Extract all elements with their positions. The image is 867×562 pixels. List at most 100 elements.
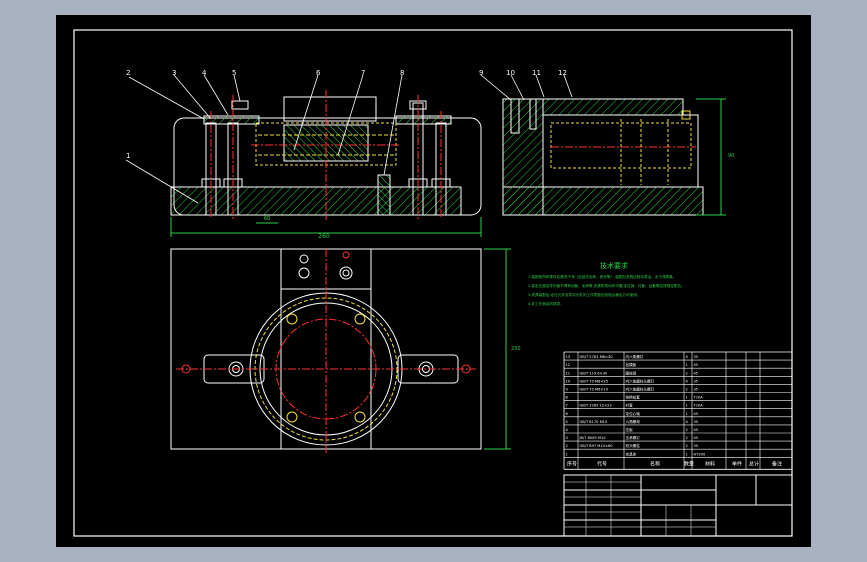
- balloon-1: 1: [126, 152, 130, 160]
- bom-cell: 1: [686, 404, 688, 408]
- balloon-4: 4: [202, 69, 207, 77]
- balloon-3: 3: [172, 69, 176, 77]
- bom-cell: 13: [566, 355, 571, 359]
- note-line-4: 4.非工作面涂防锈漆。: [528, 301, 564, 306]
- bom-cell: 12: [566, 363, 571, 367]
- bom-cell: GB/T 2262 12×22: [580, 404, 612, 408]
- bom-cell: 4: [686, 355, 689, 359]
- bom-cell: 内六角螺钉: [626, 354, 644, 359]
- bom-cell: GB/T 119 6×30: [580, 371, 608, 375]
- balloon-8: 8: [400, 69, 404, 77]
- bom-cell: 35: [694, 379, 699, 383]
- balloon-5: 5: [232, 69, 236, 77]
- bom-cell: T10A: [693, 396, 704, 400]
- bom-header-cell: 备注: [772, 460, 782, 467]
- side-column: [502, 98, 544, 216]
- top-block: [283, 96, 377, 122]
- bom-header-cell: 名称: [650, 460, 660, 467]
- bom-cell: 45: [694, 436, 699, 440]
- balloon-2: 2: [126, 69, 130, 77]
- bom-cell: HT200: [694, 452, 706, 456]
- bom-header-cell: 材料: [705, 460, 715, 467]
- bom-cell: 支承螺钉: [626, 435, 641, 440]
- bom-cell: 快换钻套: [626, 395, 641, 400]
- bom-cell: 衬套: [626, 403, 634, 408]
- bom-header-cell: 数量: [684, 460, 694, 467]
- balloon-12: 12: [558, 69, 567, 77]
- bom-cell: 2: [686, 388, 688, 392]
- bom-cell: 钻模板: [626, 362, 637, 367]
- bom-cell: 4: [686, 420, 689, 424]
- bom-cell: 夹具体: [626, 451, 637, 456]
- dim-plan-height: 230: [511, 346, 521, 352]
- balloon-11: 11: [532, 69, 541, 77]
- bom-cell: JB/T 8009 M10: [579, 436, 607, 440]
- bom-cell: 35: [694, 388, 699, 392]
- bom-cell: 压板: [626, 427, 634, 432]
- bom-cell: 2: [686, 436, 688, 440]
- cad-drawing: 260 60 1 2 3 4 5 6 7 8 9 10 11 12: [73, 29, 793, 537]
- balloon-6: 6: [316, 69, 321, 77]
- bom-cell: 9: [566, 388, 569, 392]
- bom-cell: 6: [566, 412, 569, 416]
- title-block: [563, 474, 793, 537]
- technical-notes: 技术要求 1.装配前所有零件应清洗干净（包括去毛刺、修光等）,装配后夹具应转动灵…: [528, 261, 685, 306]
- front-view: 260 60: [170, 90, 482, 240]
- bom-cell: 35: [694, 420, 699, 424]
- bom-cell: 内六角圆柱头螺钉: [626, 378, 655, 383]
- bom-cell: 45: [694, 428, 699, 432]
- plan-view: 230: [170, 248, 521, 455]
- bom-cell: 定位心轴: [626, 411, 641, 416]
- dim-front-small: 60: [264, 216, 270, 222]
- bom-cell: 六角螺母: [626, 419, 641, 424]
- side-drill-plate: [542, 98, 684, 116]
- note-line-3: 3.夹具装配后,定位元件及导向元件的工作表面应检验合格后方可使用。: [528, 292, 640, 297]
- dim-front-width: 260: [318, 233, 330, 240]
- bom-cell: GB/T 70 M8×25: [580, 379, 609, 383]
- note-line-1: 1.装配前所有零件应清洗干净（包括去毛刺、修光等）,装配后夹具应转动灵活、无卡滞…: [528, 274, 676, 279]
- press-plate-left: [203, 115, 260, 125]
- balloon-leaders: [125, 74, 573, 204]
- sheet-border: [73, 29, 793, 537]
- notes-title: 技术要求: [600, 261, 628, 270]
- bom-cell: 双头螺柱: [626, 443, 641, 448]
- bom-cell: 内六角圆柱头螺钉: [626, 387, 655, 392]
- bom-cell: 45: [694, 363, 699, 367]
- balloon-9: 9: [479, 69, 483, 77]
- drawing-sheet: 260 60 1 2 3 4 5 6 7 8 9 10 11 12: [56, 15, 811, 547]
- bom-cell: 1: [566, 452, 568, 456]
- fixture-body: [173, 117, 482, 216]
- bom-cell: 7: [566, 404, 568, 408]
- drill-bushing: [377, 174, 391, 216]
- bom-cell: 2: [566, 444, 568, 448]
- side-view: 90: [502, 98, 734, 216]
- note-line-2: 2.各定位面及导向面不得有划痕、毛刺等,夹紧机构动作可靠,定位销、衬套、钻套等应…: [528, 283, 685, 288]
- bom-cell: GB/T 897 M10×80: [580, 444, 614, 448]
- dim-side-height: 90: [728, 153, 734, 159]
- bom-cell: 1: [686, 452, 688, 456]
- bom-cell: 2: [686, 444, 688, 448]
- bom-cell: 4: [686, 379, 689, 383]
- balloon-10: 10: [506, 69, 515, 77]
- bom-cell: 35: [694, 355, 699, 359]
- bom-cell: 35: [694, 444, 699, 448]
- bom-cell: 1: [686, 412, 688, 416]
- bom-header-cell: 单件: [732, 460, 742, 467]
- bom-header-cell: 总计: [749, 460, 759, 467]
- bom-header-cell: 代号: [597, 460, 607, 467]
- bom-cell: 45: [694, 412, 699, 416]
- bom-cell: 1: [686, 363, 688, 367]
- bom-cell: 1: [686, 396, 688, 400]
- bom-cell: 45: [694, 371, 699, 375]
- bom-cell: 10: [566, 379, 571, 383]
- bom-cell: 11: [566, 371, 571, 375]
- bom-cell: 圆柱销: [626, 370, 637, 375]
- balloon-7: 7: [361, 69, 365, 77]
- bom-cell: T10A: [693, 404, 704, 408]
- bom-cell: 3: [566, 436, 568, 440]
- bom-cell: GB/T 5783 M8×30: [580, 355, 614, 359]
- bom-cell: 2: [686, 371, 688, 375]
- side-mandrel: [550, 122, 692, 169]
- bom-cell: GB/T 70 M6×20: [580, 388, 609, 392]
